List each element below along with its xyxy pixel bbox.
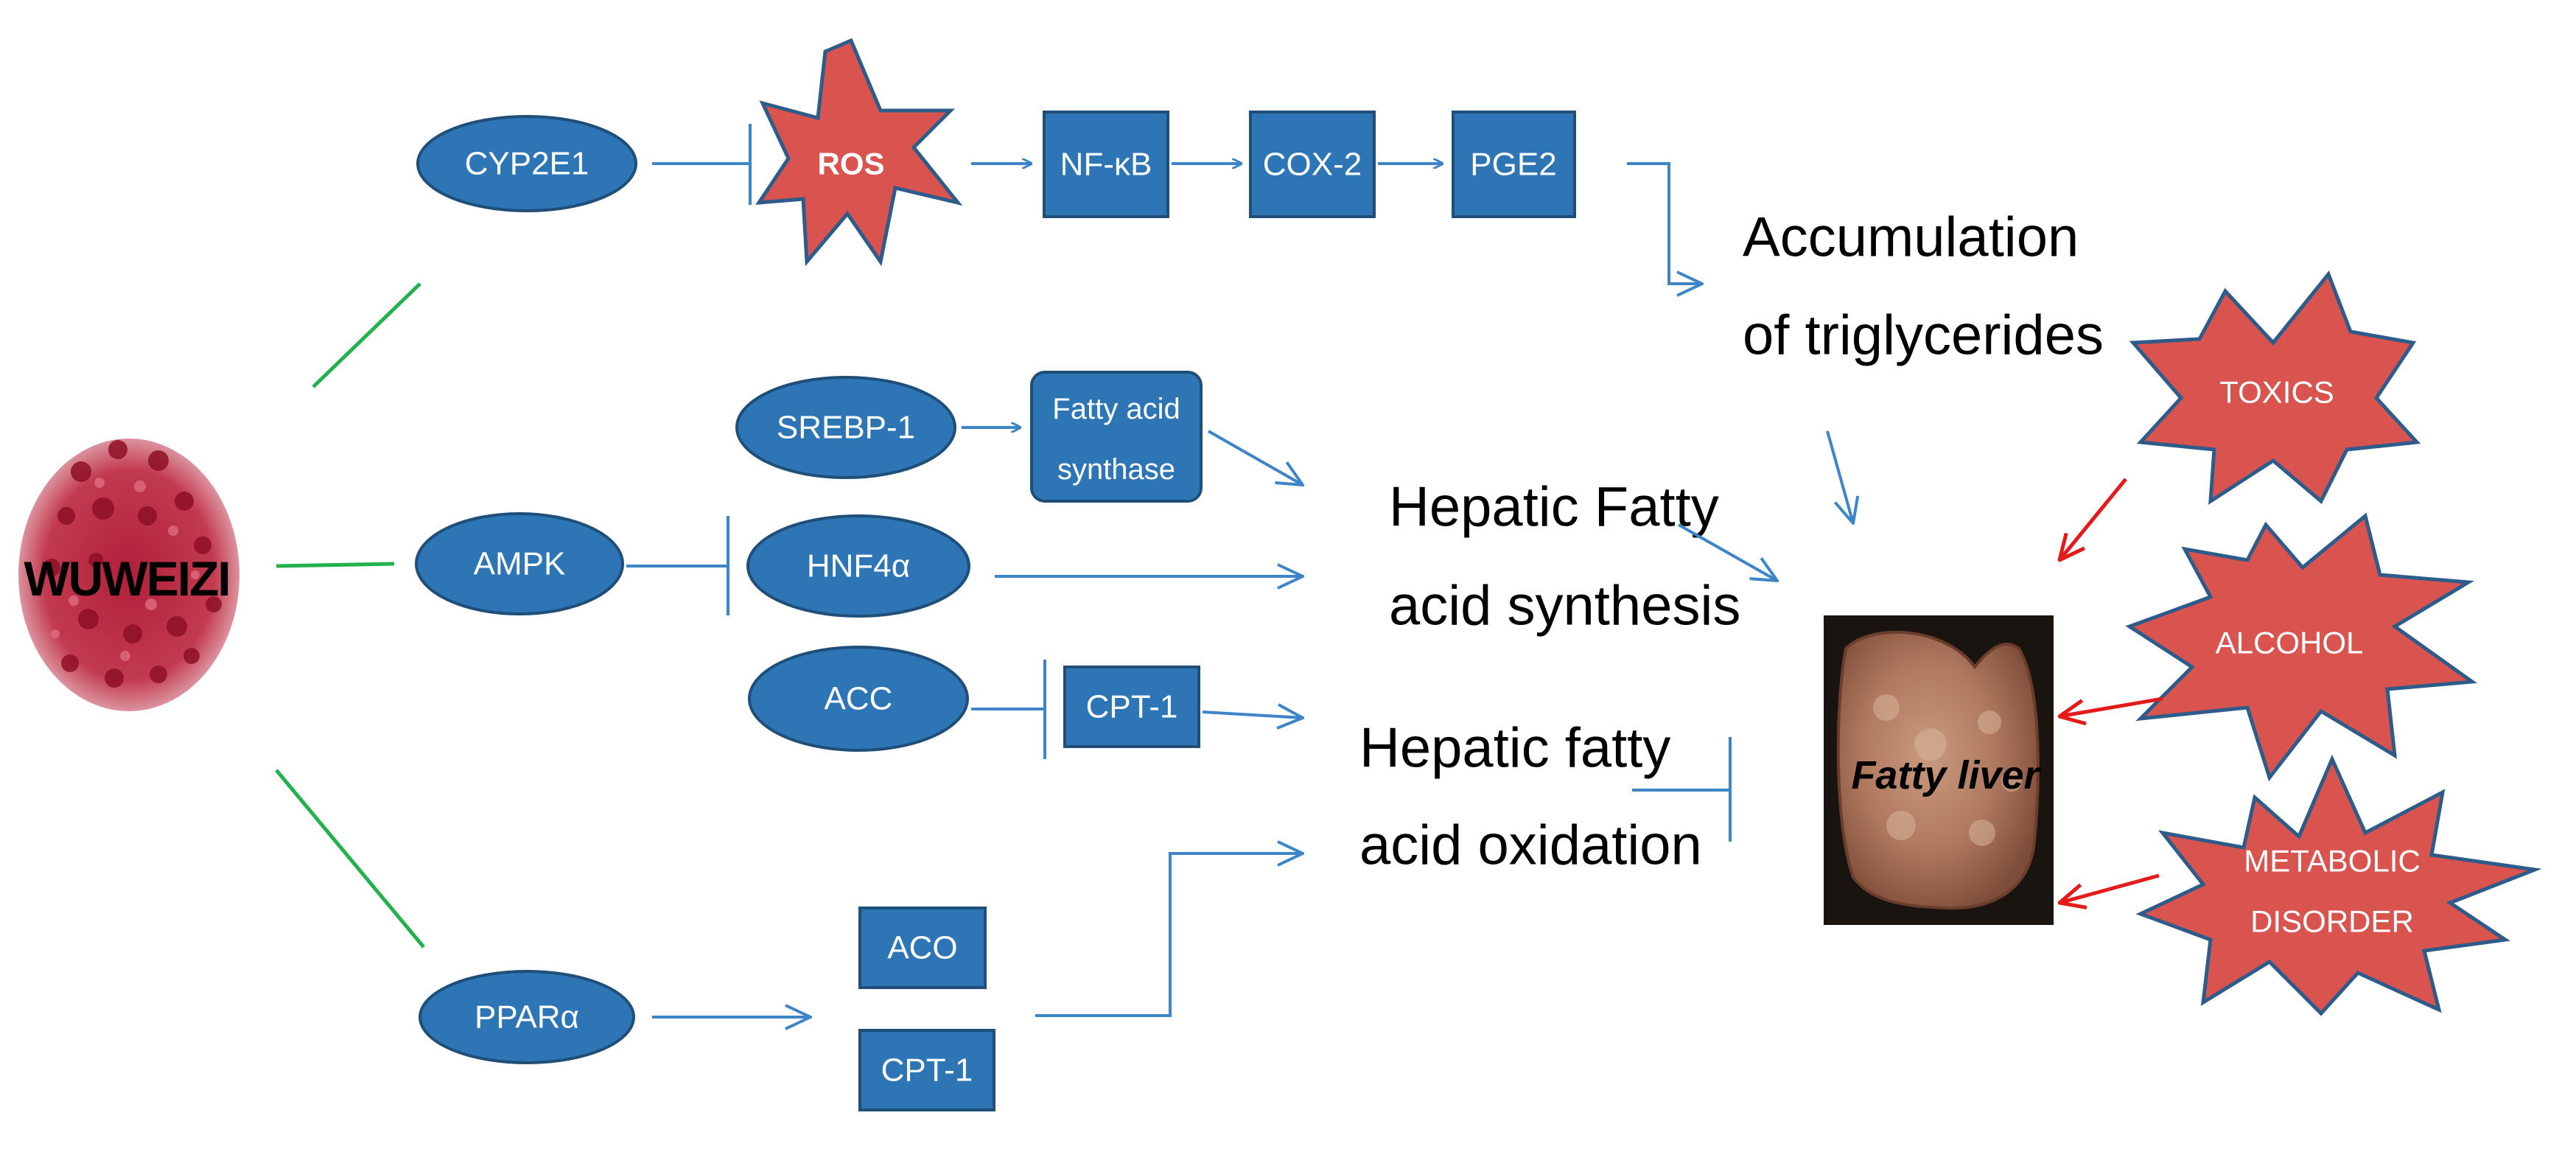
node-ampk: AMPK xyxy=(415,512,624,615)
nfkb-label: NF-κB xyxy=(1060,147,1152,183)
accumulation-line1: Accumulation xyxy=(1743,206,2079,269)
srebp1-label: SREBP-1 xyxy=(777,410,915,446)
aco-label: ACO xyxy=(887,930,957,966)
cpt1-bottom-label: CPT-1 xyxy=(881,1052,973,1089)
node-hnf4a: HNF4α xyxy=(746,514,970,618)
factor-metabolic-disorder: METABOLIC DISORDER xyxy=(2135,754,2542,1016)
ros-label: ROS xyxy=(817,147,884,181)
node-cox2: COX-2 xyxy=(1249,111,1376,218)
fatty-liver-label: Fatty liver xyxy=(1851,753,2041,797)
arrow-fas-synthesis xyxy=(1208,430,1303,485)
arrow-accumulation-liver xyxy=(1826,430,1853,523)
node-cpt1-bottom: CPT-1 xyxy=(858,1029,995,1111)
node-cpt1-top: CPT-1 xyxy=(1063,666,1200,748)
inhibit-cyp2e1-ros xyxy=(652,124,752,205)
fas-label-line2: synthase xyxy=(1057,453,1175,486)
arrow-cpt1-oxidation xyxy=(1202,712,1303,718)
arrow-metabolic-liver xyxy=(2059,873,2160,903)
node-fatty-acid-synthase: Fatty acid synthase xyxy=(1030,371,1203,503)
oxidation-line2: acid oxidation xyxy=(1359,814,1702,877)
ppara-label: PPARα xyxy=(475,999,579,1036)
factor-toxics: TOXICS xyxy=(2129,270,2421,505)
node-cyp2e1: CYP2E1 xyxy=(416,115,637,212)
arrow-synthesis-liver xyxy=(1678,523,1777,581)
synthesis-line1: Hepatic Fatty xyxy=(1389,476,1719,539)
node-ros: ROS xyxy=(755,38,963,267)
wuweizi-berries-image xyxy=(18,439,239,711)
factor-alcohol: ALCOHOL xyxy=(2125,512,2477,782)
node-ppara: PPARα xyxy=(419,970,635,1064)
arrow-genes-oxidation xyxy=(1035,853,1303,1017)
inhibit-oxidation-liver xyxy=(1632,737,1732,842)
node-aco: ACO xyxy=(858,907,987,989)
toxics-label: TOXICS xyxy=(2219,375,2334,410)
accumulation-line2: of triglycerides xyxy=(1743,304,2104,367)
inhibit-acc-cpt1 xyxy=(971,660,1046,759)
synthesis-line2: acid synthesis xyxy=(1389,575,1740,638)
pge2-label: PGE2 xyxy=(1470,147,1556,183)
fatty-liver-image: Fatty liver xyxy=(1824,615,2054,925)
alcohol-label: ALCOHOL xyxy=(2216,626,2364,660)
green-connectors xyxy=(275,282,425,949)
metabolic-label-line2: DISORDER xyxy=(2250,904,2414,939)
metabolic-label-line1: METABOLIC xyxy=(2244,844,2421,879)
ampk-label: AMPK xyxy=(474,546,566,582)
fas-label-line1: Fatty acid xyxy=(1052,393,1180,425)
node-nfkb: NF-κB xyxy=(1043,111,1169,218)
oxidation-line1: Hepatic fatty xyxy=(1359,717,1670,780)
arrow-alcohol-liver xyxy=(2059,696,2163,716)
node-pge2: PGE2 xyxy=(1452,111,1576,218)
arrow-pge2-accumulation xyxy=(1627,162,1702,284)
cyp2e1-label: CYP2E1 xyxy=(465,146,589,182)
node-acc: ACC xyxy=(748,646,969,752)
inhibit-ampk-hnf4a xyxy=(626,516,729,615)
hnf4a-label: HNF4α xyxy=(807,548,910,584)
acc-label: ACC xyxy=(825,681,893,717)
arrow-toxics-liver xyxy=(2059,478,2127,560)
node-srebp1: SREBP-1 xyxy=(735,376,956,479)
cox2-label: COX-2 xyxy=(1263,147,1362,183)
wuweizi-label: WUWEIZI xyxy=(24,551,229,606)
cpt1-top-label: CPT-1 xyxy=(1086,689,1178,725)
